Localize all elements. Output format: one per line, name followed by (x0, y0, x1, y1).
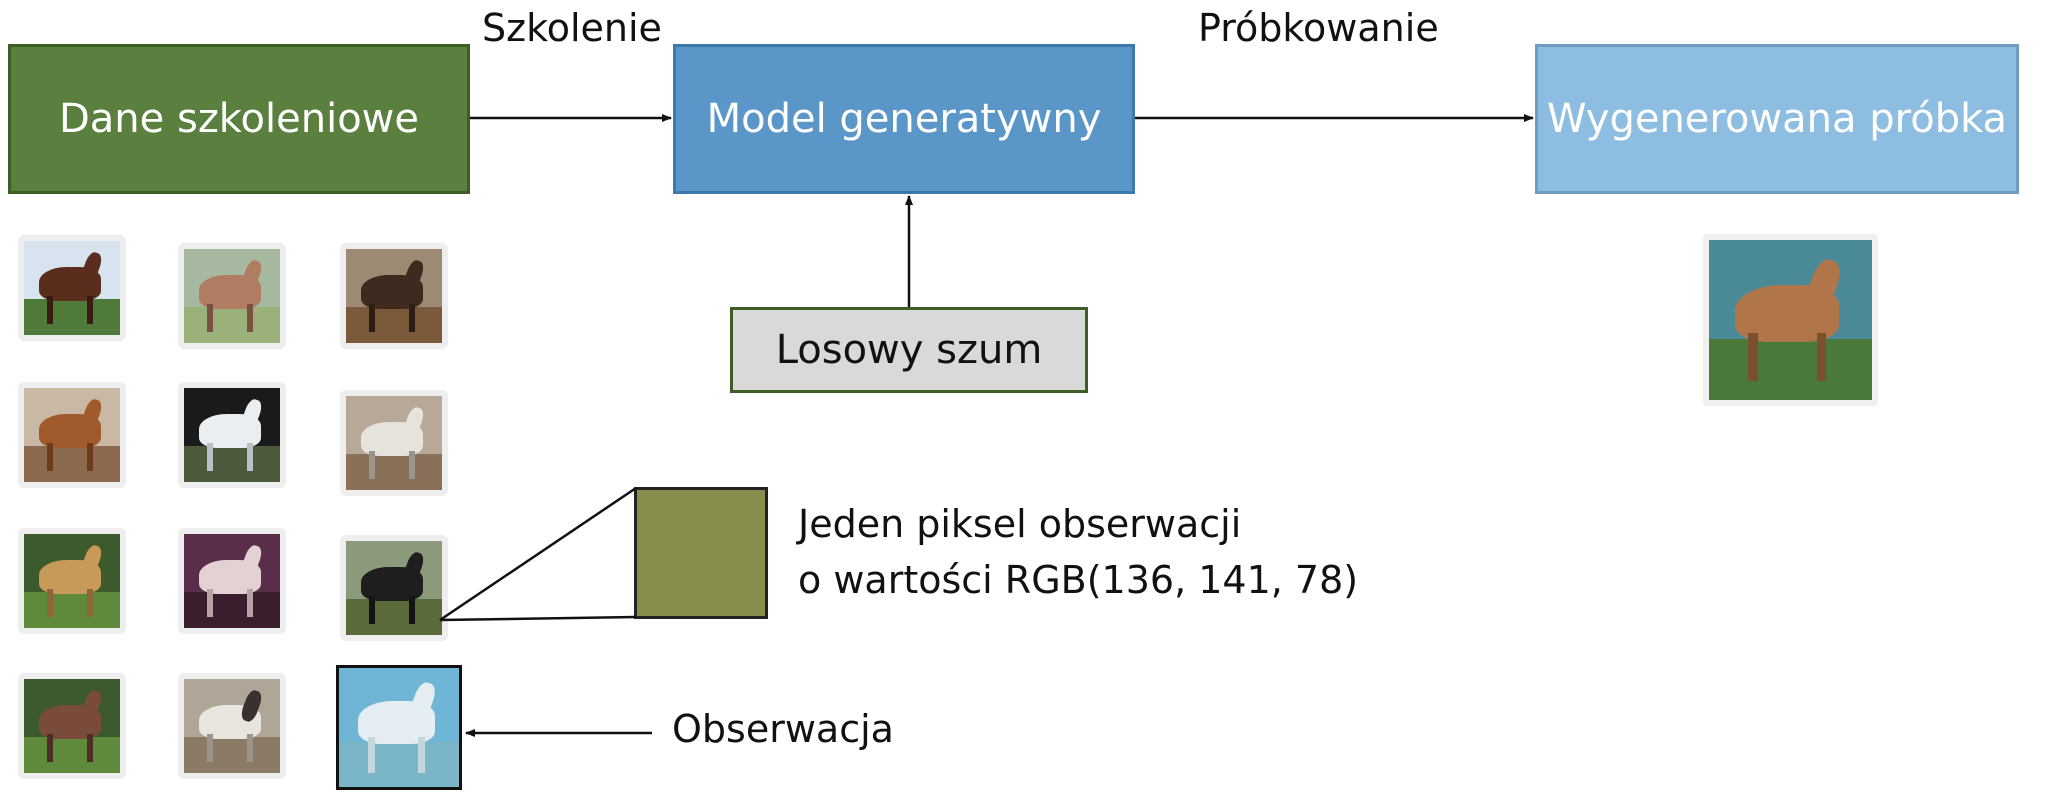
random-noise-box: Losowy szum (730, 307, 1088, 393)
observation-label: Obserwacja (672, 707, 894, 751)
generated-sample-label: Wygenerowana próbka (1546, 96, 2008, 142)
training-image-thumbnail (178, 382, 286, 488)
generative-model-box: Model generatywny (673, 44, 1135, 194)
training-image-thumbnail (18, 673, 126, 779)
random-noise-label: Losowy szum (775, 327, 1043, 373)
label-training: Szkolenie (482, 6, 662, 50)
generated-sample-image (1703, 234, 1878, 406)
pixel-description-line1: Jeden piksel obserwacji (798, 502, 1242, 546)
training-image-thumbnail (178, 528, 286, 634)
observation-image-thumbnail (336, 665, 462, 790)
training-image-thumbnail (340, 243, 448, 349)
generative-model-label: Model generatywny (706, 96, 1102, 142)
training-image-thumbnail (18, 235, 126, 341)
zoom-line-bottom (439, 615, 637, 622)
training-data-label: Dane szkoleniowe (58, 96, 420, 142)
zoom-line-top (439, 486, 637, 622)
training-image-thumbnail (340, 390, 448, 496)
training-image-thumbnail (178, 243, 286, 349)
pixel-swatch (634, 487, 768, 619)
training-image-thumbnail (340, 535, 448, 641)
training-image-thumbnail (178, 673, 286, 779)
training-image-thumbnail (18, 382, 126, 488)
training-image-thumbnail (18, 528, 126, 634)
training-data-box: Dane szkoleniowe (8, 44, 470, 194)
generated-sample-box: Wygenerowana próbka (1535, 44, 2019, 194)
label-sampling: Próbkowanie (1198, 6, 1439, 50)
pixel-description-line2: o wartości RGB(136, 141, 78) (798, 558, 1359, 602)
